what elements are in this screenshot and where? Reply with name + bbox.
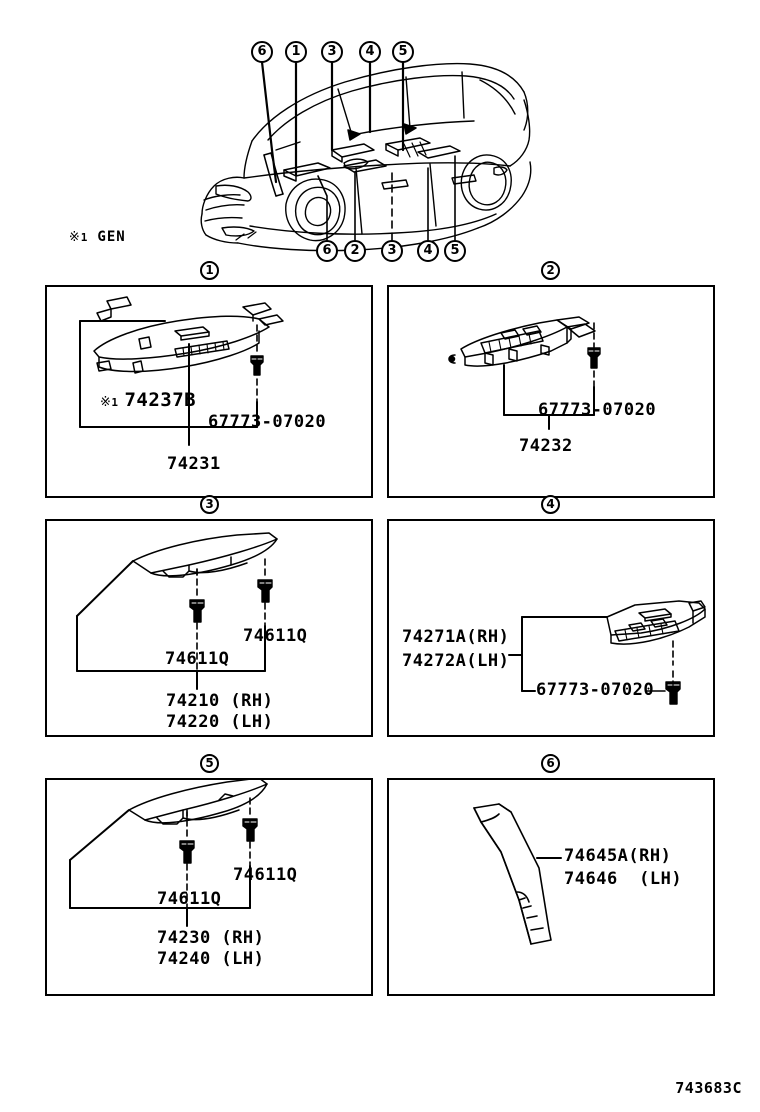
panel-4-label-main-rh: 74271A(RH) (402, 627, 510, 647)
panel-header-4[interactable]: 4 (541, 495, 560, 514)
vehicle-callout-top-3[interactable]: 4 (359, 41, 381, 63)
panel-1-label-74237b: ※1 74237B (57, 370, 196, 431)
panel-6: 74645A(RH) 74646 (LH) (387, 778, 715, 996)
vehicle-callout-bottom-1[interactable]: 2 (344, 240, 366, 262)
indicated-parts (235, 123, 461, 241)
vehicle-callout-bottom-2[interactable]: 3 (381, 240, 403, 262)
part-illustration (128, 780, 268, 825)
panel-3-label-main-rh: 74210 (RH) (166, 691, 274, 711)
panel-1-label-clip: 67773-07020 (208, 412, 327, 432)
panel-header-1[interactable]: 1 (200, 261, 219, 280)
panel-header-5[interactable]: 5 (200, 754, 219, 773)
panel-5-label-clip-right: 74611Q (233, 865, 298, 885)
part-illustration (93, 296, 284, 374)
panel-2: 67773-07020 74232 (387, 285, 715, 498)
vehicle-callout-top-4[interactable]: 5 (392, 41, 414, 63)
panel-6-label-main-rh: 74645A(RH) (564, 846, 672, 866)
footnote-star-icon: ※ (68, 230, 81, 245)
panel-5-label-main-rh: 74230 (RH) (157, 928, 265, 948)
footnote-star-icon: ※ (99, 394, 112, 410)
panel-header-3[interactable]: 3 (200, 495, 219, 514)
vehicle-illustration (0, 0, 760, 270)
footnote-star-number: 1 (111, 395, 119, 409)
panel-1: ※1 74237B 67773-07020 74231 (45, 285, 373, 498)
part-illustration (448, 316, 596, 367)
panel-3-label-main-lh: 74220 (LH) (166, 712, 274, 732)
diagram-code: 743683C (675, 1079, 742, 1097)
vehicle-callout-bottom-3[interactable]: 4 (417, 240, 439, 262)
vehicle-callout-top-1[interactable]: 1 (285, 41, 307, 63)
vehicle-callout-bottom-0[interactable]: 6 (316, 240, 338, 262)
part-illustration (473, 803, 552, 945)
vehicle-callout-top-0[interactable]: 6 (251, 41, 273, 63)
panel-header-6[interactable]: 6 (541, 754, 560, 773)
panel-2-label-clip: 67773-07020 (538, 400, 657, 420)
vehicle-callout-bottom-4[interactable]: 5 (444, 240, 466, 262)
panel-4-label-clip: 67773-07020 (536, 680, 655, 700)
footnote-star-number: 1 (80, 231, 89, 244)
clip-glyph (250, 355, 264, 376)
part-illustration (132, 532, 278, 578)
clip-glyph (665, 681, 681, 705)
vehicle-callout-top-2[interactable]: 3 (321, 41, 343, 63)
clip-glyph (179, 818, 258, 864)
panel-5: 74611Q 74611Q 74230 (RH) 74240 (LH) (45, 778, 373, 996)
leader-lines-top (260, 60, 405, 184)
part-illustration (606, 600, 706, 645)
panel-5-label-main-lh: 74240 (LH) (157, 949, 265, 969)
panel-1-part-74237b: 74237B (124, 388, 197, 411)
car-outline (200, 62, 532, 252)
panel-6-label-main-lh: 74646 (LH) (564, 869, 683, 889)
footnote-text: GEN (97, 229, 126, 245)
panel-4: 74271A(RH) 74272A(LH) 67773-07020 (387, 519, 715, 737)
panel-1-label-main: 74231 (167, 454, 221, 474)
panel-5-label-clip-left: 74611Q (157, 889, 222, 909)
panel-4-label-main-lh: 74272A(LH) (402, 651, 510, 671)
panel-header-2[interactable]: 2 (541, 261, 560, 280)
footnote-gen: ※1 GEN (50, 213, 126, 245)
panel-3-label-clip-right: 74611Q (243, 626, 308, 646)
panel-3-label-clip-left: 74611Q (165, 649, 230, 669)
clip-glyph (189, 579, 273, 623)
panel-3: 74611Q 74611Q 74210 (RH) 74220 (LH) (45, 519, 373, 737)
clip-glyph (587, 347, 601, 369)
panel-2-label-main: 74232 (519, 436, 573, 456)
